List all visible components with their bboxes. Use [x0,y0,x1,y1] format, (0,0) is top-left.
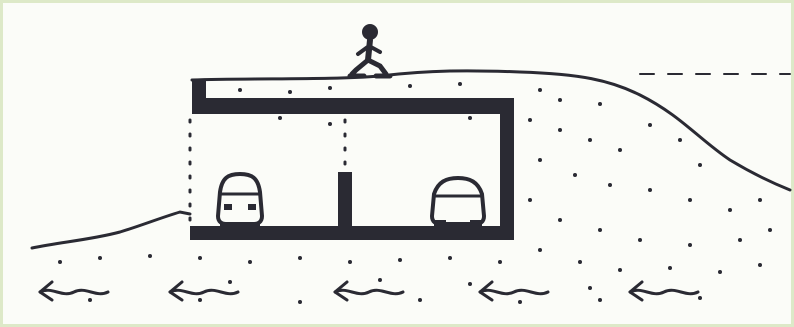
soil-dot [558,98,562,102]
soil-dot [298,256,302,260]
soil-dot [198,298,202,302]
soil-dot [768,228,772,232]
soil-dot [238,88,242,92]
soil-dot [638,238,642,242]
roof-slab [192,98,514,114]
soil-dot [468,282,472,286]
soil-dot [688,243,692,247]
soil-dot [688,198,692,202]
soil-dot [288,90,292,94]
wavy-arrow-left-icon [480,282,548,300]
soil-dot [378,278,382,282]
soil-dot [538,248,542,252]
soil-dot [588,138,592,142]
soil-dot [648,123,652,127]
soil-dot [758,263,762,267]
soil-dot [208,110,212,114]
soil-dot [728,208,732,212]
soil-dot [328,86,332,90]
soil-dot [608,183,612,187]
soil-dot [248,260,252,264]
ground-surface-line [192,71,790,190]
soil-dot [458,82,462,86]
flow-arrows [40,282,698,300]
soil-dot [198,256,202,260]
soil-dot [148,254,152,258]
soil-dot [468,116,472,120]
wavy-arrow-left-icon [630,282,698,300]
soil-dot [758,198,762,202]
soil-dot [598,228,602,232]
soil-dot [348,260,352,264]
soil-dot [698,163,702,167]
soil-dot [618,268,622,272]
soil-dot [408,84,412,88]
soil-dot [298,300,302,304]
lower-ground-line [32,212,190,248]
soil-dot [668,266,672,270]
wavy-arrow-left-icon [170,282,238,300]
wavy-arrow-left-icon [335,282,403,300]
soil-dot [228,280,232,284]
soil-dot [618,148,622,152]
soil-dot [418,298,422,302]
soil-dot [538,158,542,162]
soil-dot [448,256,452,260]
soil-dot [578,260,582,264]
soil-dot [738,238,742,242]
soil-dot [528,198,532,202]
soil-dot [58,260,62,264]
underground-structure [190,80,514,240]
car-front-icon [218,174,262,230]
car-front-icon [432,178,484,226]
soil-dot [328,122,332,126]
soil-dot [538,88,542,92]
soil-dot [98,256,102,260]
soil-dot [418,110,422,114]
wavy-arrow-left-icon [40,282,108,300]
soil-dot [558,218,562,222]
soil-dot [588,286,592,290]
walking-person-icon [350,24,390,76]
soil-dot [398,258,402,262]
soil-texture [58,82,772,304]
soil-dot [278,116,282,120]
center-column [338,172,352,230]
soil-dot [518,300,522,304]
right-wall [500,98,514,238]
soil-dot [678,138,682,142]
soil-dot [648,188,652,192]
soil-dot [573,173,577,177]
soil-dot [598,298,602,302]
soil-dot [88,298,92,302]
soil-dot [528,118,532,122]
soil-dot [558,128,562,132]
soil-dot [598,102,602,106]
soil-dot [498,260,502,264]
left-parapet [192,80,206,110]
soil-dot [698,296,702,300]
soil-dot [718,270,722,274]
